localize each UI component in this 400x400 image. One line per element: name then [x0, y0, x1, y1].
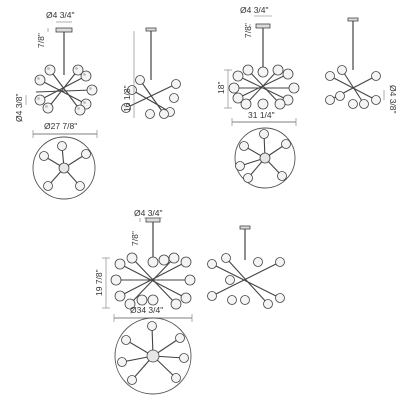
canopy: [255, 23, 271, 29]
canopy: [55, 27, 73, 33]
overall-outline: [32, 136, 96, 200]
fixture-1-side-view: 16 1/8": [121, 27, 181, 119]
globe-shades: [117, 321, 189, 385]
fixture-arms: [211, 257, 281, 305]
globe-shades: [228, 64, 300, 110]
canopy: [239, 225, 251, 230]
fixture-3-top-view: [114, 317, 192, 395]
globe-shades: [207, 253, 285, 309]
fixture-arms: [234, 69, 294, 105]
canopy-diameter-label: Ø4 3/4": [46, 10, 75, 20]
center-hub: [146, 349, 160, 363]
globe-shades: [34, 64, 98, 116]
fixture-1-front-view: Ø4 3/4" 7/8" Ø4 3/8" Ø27 7/8": [14, 10, 98, 138]
fixture-2-top-view: [234, 127, 296, 189]
center-hub: [58, 162, 70, 174]
overall-outline: [234, 127, 296, 189]
fixture-arms: [125, 79, 177, 115]
overall-outline: [114, 317, 192, 395]
canopy: [145, 217, 161, 223]
canopy-height-label: 7/8": [243, 23, 253, 38]
globe-shades: [39, 141, 91, 191]
globe-shades: [325, 65, 381, 109]
fixture-arms: [116, 257, 190, 305]
globe-shades: [235, 129, 291, 183]
fixture-3-front-view: Ø4 3/4" 7/8" 19 7/8" Ø34 3/4": [94, 208, 196, 322]
fixture-height-label: 19 7/8": [94, 269, 104, 296]
canopy-height-label: 7/8": [130, 231, 140, 246]
fixture-height-label: 18": [216, 82, 226, 94]
globe-shades: [110, 252, 196, 310]
overall-width-label: 31 1/4": [248, 110, 275, 120]
fixture-3-side-view: [207, 225, 285, 309]
canopy-diameter-label: Ø4 3/4": [134, 208, 163, 218]
canopy-diameter-label: Ø4 3/4": [240, 5, 269, 15]
overall-diameter-label: Ø27 7/8": [44, 121, 77, 131]
fixture-arms: [35, 69, 93, 111]
globe-diameter-label: Ø4 3/8": [388, 85, 398, 114]
globe-diameter-label: Ø4 3/8": [14, 93, 24, 122]
canopy: [145, 27, 157, 32]
center-hub: [259, 152, 271, 164]
canopy: [347, 17, 359, 22]
fixture-2-front-view: Ø4 3/4" 7/8" 18" 31 1/4": [216, 5, 300, 126]
fixture-1-top-view: [32, 136, 96, 200]
canopy-height-label: 7/8": [36, 33, 46, 48]
fixture-height-label: 16 1/8": [122, 85, 132, 112]
overall-diameter-label: Ø34 3/4": [130, 305, 163, 315]
fixture-2-side-view: Ø4 3/8": [325, 17, 398, 114]
